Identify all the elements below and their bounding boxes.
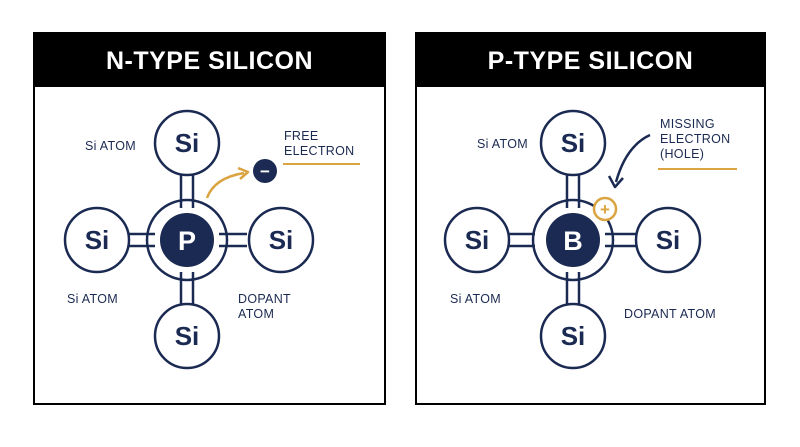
label-missing-line2: ELECTRON — [660, 132, 730, 146]
electron-symbol: − — [260, 162, 270, 181]
arrow-curve — [614, 133, 651, 183]
si-atom-right — [634, 206, 702, 274]
dopant-ring — [531, 198, 615, 282]
label-free-line2: ELECTRON — [284, 144, 354, 158]
si-atom-left-symbol: Si — [465, 225, 490, 255]
arrow-head — [607, 175, 624, 189]
label-missing-line3: (HOLE) — [660, 147, 704, 161]
arrow-head — [237, 166, 250, 180]
panel-title: N-TYPE SILICON — [106, 47, 313, 75]
label-free-line1: FREE — [284, 129, 319, 143]
si-atom-top — [153, 109, 221, 177]
electron-icon — [253, 159, 277, 183]
hole-symbol: + — [600, 200, 610, 219]
si-atom-left — [443, 206, 511, 274]
arrow-curve — [205, 171, 245, 199]
panel-title: P-TYPE SILICON — [488, 47, 694, 75]
si-atom-left — [63, 206, 131, 274]
dopant-symbol: B — [563, 226, 583, 256]
si-atom-left-symbol: Si — [85, 225, 110, 255]
label-dopant-line1: DOPANT — [238, 292, 291, 306]
label-dopant-line2: ATOM — [238, 307, 274, 321]
si-atom-bottom — [539, 302, 607, 370]
label-si-atom-top: Si ATOM — [85, 139, 136, 153]
dopant-atom — [160, 213, 214, 267]
label-missing-electron: MISSING ELECTRON (HOLE) — [660, 117, 734, 161]
label-dopant-atom: DOPANT ATOM — [238, 292, 295, 321]
label-si-atom-top: Si ATOM — [477, 137, 528, 151]
hole-icon — [592, 196, 618, 222]
bonds — [129, 174, 247, 304]
label-missing-line1: MISSING — [660, 117, 715, 131]
si-atom-bottom-symbol: Si — [175, 321, 200, 351]
label-si-atom-bottom: Si ATOM — [67, 292, 118, 306]
bonds — [509, 174, 636, 304]
dopant-symbol: P — [178, 226, 196, 256]
si-atom-right-symbol: Si — [656, 225, 681, 255]
dopant-ring — [145, 198, 229, 282]
label-dopant-atom: DOPANT ATOM — [624, 307, 716, 321]
panel-header — [416, 33, 765, 87]
dopant-atom — [546, 213, 600, 267]
label-free-electron: FREE ELECTRON — [284, 129, 354, 158]
label-si-atom-bottom: Si ATOM — [450, 292, 501, 306]
si-atom-right-symbol: Si — [269, 225, 294, 255]
si-atom-top-symbol: Si — [175, 128, 200, 158]
panel-header — [34, 33, 385, 87]
panel-n-type: N-TYPE SILICON P Si Si Si Si Si ATOM Si … — [33, 32, 386, 405]
si-atom-bottom-symbol: Si — [561, 321, 586, 351]
si-atom-top-symbol: Si — [561, 128, 586, 158]
panel-p-type: P-TYPE SILICON B Si Si Si Si Si ATOM Si … — [415, 32, 766, 405]
si-atom-right — [247, 206, 315, 274]
si-atom-top — [539, 109, 607, 177]
si-atom-bottom — [153, 302, 221, 370]
